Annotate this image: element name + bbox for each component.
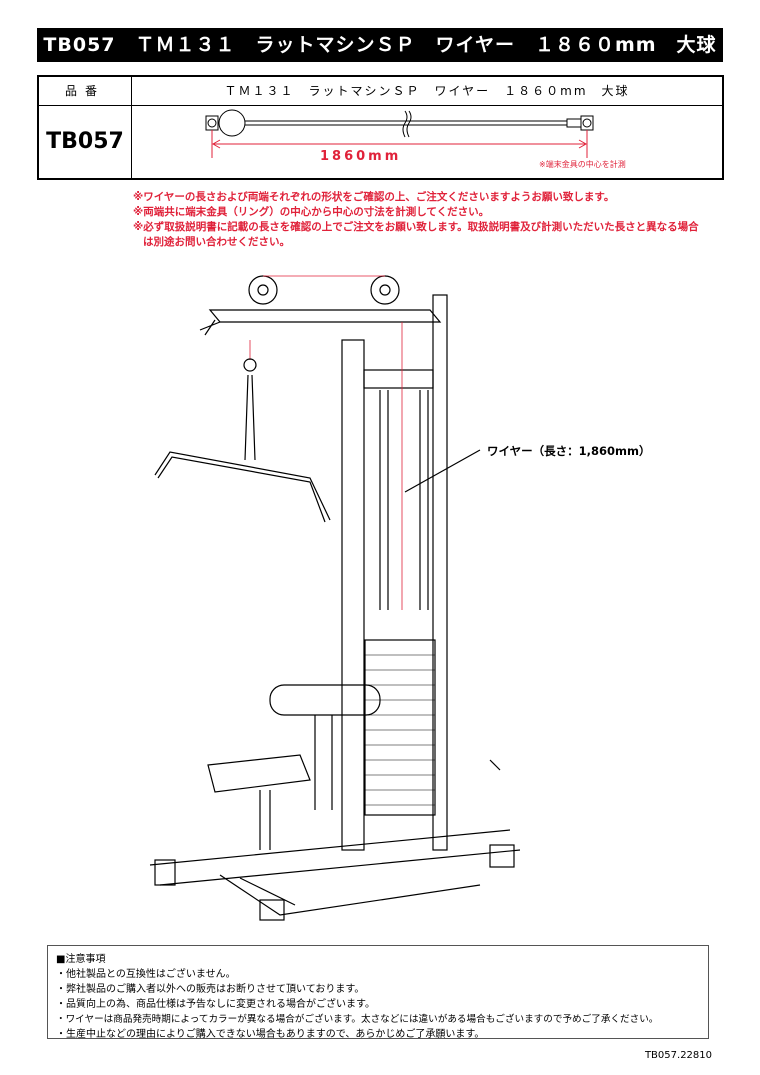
wire-illustration: [205, 109, 594, 158]
caution-item: ・生産中止などの理由によりご購入できない場合もありますので、あらかじめご了承願い…: [56, 1029, 485, 1040]
spec-table: 品番 ＴＭ１３１ ラットマシンＳＰ ワイヤー １８６０mm 大球 TB057 1…: [37, 75, 724, 180]
dimension-label: 1860mm: [320, 149, 402, 164]
note: ※両端共に端末金具（リング）の中心から中心の寸法を計測してください。: [133, 206, 490, 218]
product-number-label: 品番: [39, 77, 132, 106]
order-notes: ※ワイヤーの長さおよび両端それぞれの形状をご確認の上、ご注文くださいますようお願…: [133, 190, 699, 250]
page-title: TB057 ＴＭ１３１ ラットマシンＳＰ ワイヤー １８６０mm 大球: [37, 28, 723, 62]
caution-item: ・品質向上の為、商品仕様は予告なしに変更される場合がございます。: [56, 999, 375, 1010]
lat-machine-diagram: [149, 275, 521, 921]
caution-item: ・弊社製品のご購入者以外への販売はお断りさせて頂いております。: [56, 984, 365, 995]
caution-item: ・ワイヤーは商品発売時期によってカラーが異なる場合がございます。太さなどには違い…: [56, 1014, 659, 1025]
caution-item: ・他社製品との互換性はございません。: [56, 969, 236, 980]
note: は別途お問い合わせください。: [143, 236, 290, 248]
note: ※必ず取扱説明書に記載の長さを確認の上でご注文をお願い致します。取扱説明書及び計…: [133, 221, 699, 233]
caution-box: ■注意事項 ・他社製品との互換性はございません。 ・弊社製品のご購入者以外への販…: [47, 945, 709, 1040]
caution-heading: ■注意事項: [56, 954, 106, 965]
document-code: TB057.22810: [644, 1050, 712, 1061]
wire-callout: ワイヤー（長さ：1,860mm）: [487, 444, 651, 458]
product-name: ＴＭ１３１ ラットマシンＳＰ ワイヤー １８６０mm 大球: [132, 77, 722, 106]
product-code: TB057: [39, 106, 132, 178]
note: ※ワイヤーの長さおよび両端それぞれの形状をご確認の上、ご注文くださいますようお願…: [133, 191, 615, 203]
dimension-note: ※端末金具の中心を計測: [539, 160, 626, 169]
